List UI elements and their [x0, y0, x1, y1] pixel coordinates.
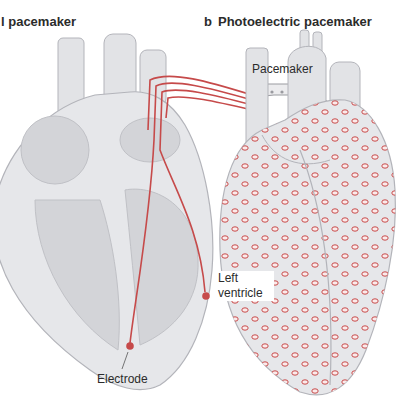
electrode-dot	[202, 292, 210, 300]
panel-heading: l pacemaker	[1, 14, 76, 30]
photoelectric-heart	[220, 30, 396, 395]
part-label: Electrode	[97, 372, 148, 387]
panel-heading: Photoelectric pacemaker	[218, 14, 372, 30]
part-label: Pacemaker	[252, 62, 313, 77]
leader-line	[122, 352, 128, 369]
electrode-dot	[126, 342, 134, 350]
panel-letter: b	[204, 14, 212, 30]
conventional-heart	[0, 34, 213, 390]
part-label: Left ventricle	[216, 271, 274, 301]
